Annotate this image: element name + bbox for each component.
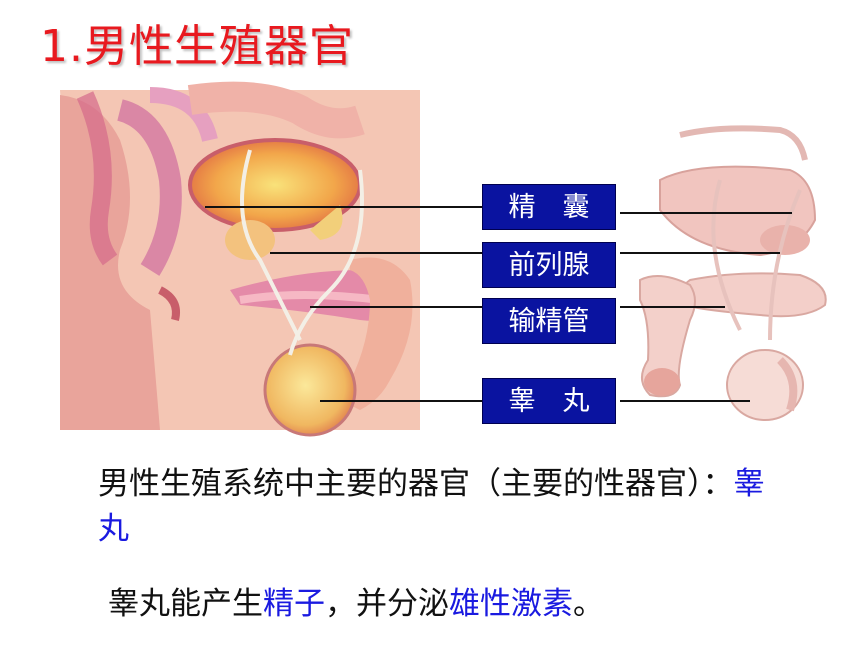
slide-title: 1.男性生殖器官 [40,21,354,72]
function-highlight-sperm: 精子 [263,586,325,622]
function-text-3: 。 [573,586,604,622]
label-vas-deferens: 输精管 [482,298,616,344]
description-text: 男性生殖系统中主要的器官（主要的性器官）： [98,466,734,502]
description-function: 睾丸能产生精子，并分泌雄性激素。 [108,578,604,623]
frontal-view [639,125,827,421]
description-highlight: 睾丸 [98,466,765,547]
label-seminal-vesicle: 精 囊 [482,184,616,230]
sagittal-view [60,81,420,437]
label-prostate: 前列腺 [482,242,616,288]
function-text-1: 睾丸能产生 [108,586,263,622]
function-text-2: ，并分泌 [325,586,449,622]
description-main-organ: 男性生殖系统中主要的器官（主要的性器官）：睾丸 [98,462,778,552]
label-testis: 睾 丸 [482,378,616,424]
function-highlight-hormone: 雄性激素 [449,586,573,622]
leader-lines [205,206,792,402]
